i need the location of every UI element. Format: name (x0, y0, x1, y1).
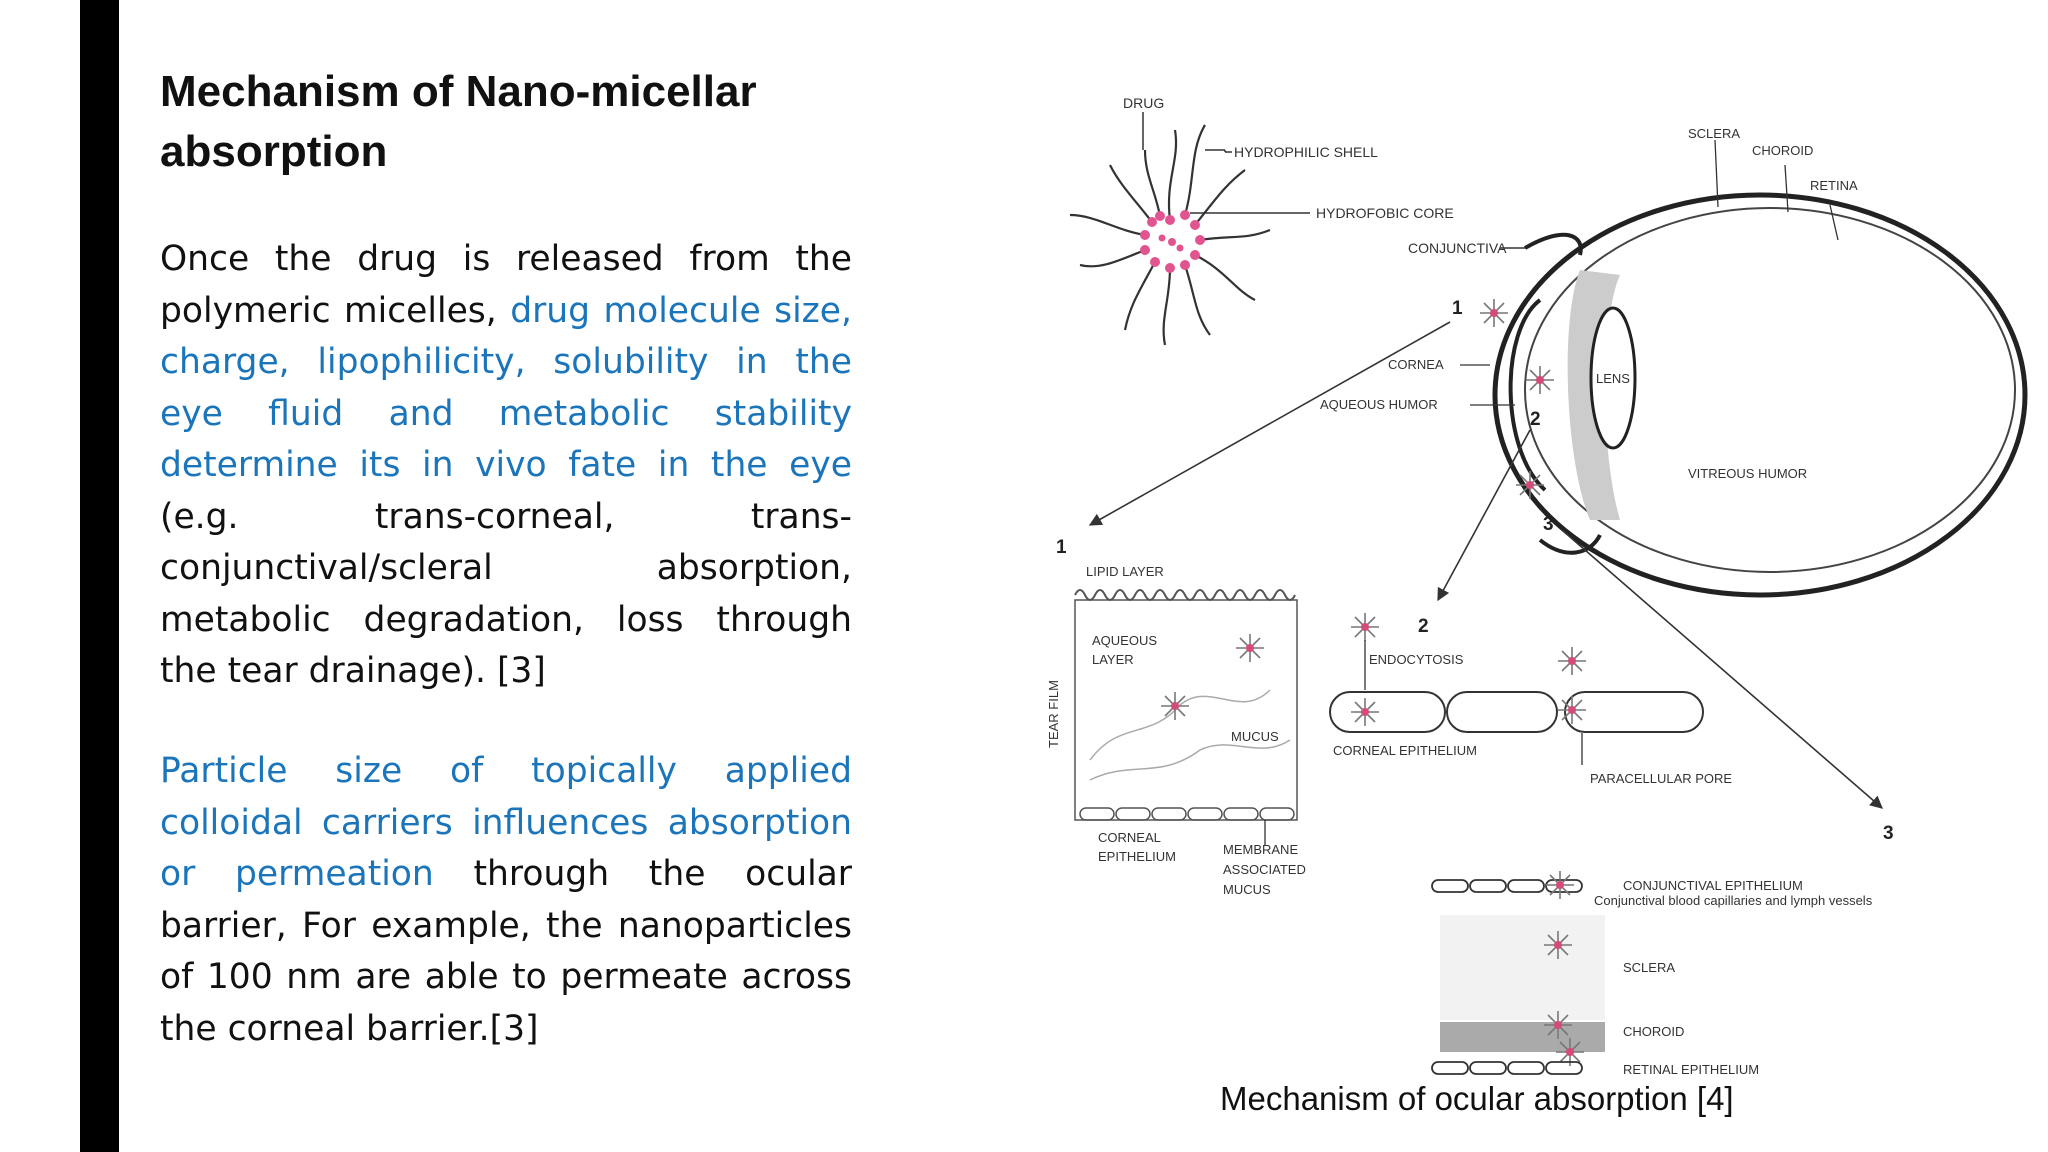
label-tear-film: TEAR FILM (1046, 680, 1061, 748)
number-2-panel: 2 (1418, 616, 1429, 637)
label-corneal-epithelium: CORNEAL EPITHELIUM (1333, 743, 1477, 758)
label-conjunctival-epithelium: CONJUNCTIVAL EPITHELIUM (1623, 878, 1803, 893)
number-3-panel: 3 (1883, 823, 1894, 844)
paragraph-particle-size: Particle size of topically applied collo… (160, 746, 852, 1055)
label-hydrophilic-shell: HYDROPHILIC SHELL (1234, 144, 1378, 160)
label-retinal-epithelium: RETINAL EPITHELIUM (1623, 1062, 1759, 1077)
number-3-eye: 3 (1543, 514, 1554, 535)
label-membrane-1: MEMBRANE (1223, 842, 1298, 857)
eye-cross-section (1460, 139, 2028, 598)
label-retina: RETINA (1810, 178, 1858, 193)
label-cornea: CORNEA (1388, 357, 1444, 372)
label-vitreous-humor: VITREOUS HUMOR (1688, 466, 1807, 481)
label-mucus: MUCUS (1231, 729, 1279, 744)
label-lipid-layer: LIPID LAYER (1086, 564, 1164, 579)
label-aqueous-2: LAYER (1092, 652, 1134, 667)
p2-highlight: Particle size of topically applied collo… (160, 751, 852, 894)
label-choroid-panel: CHOROID (1623, 1024, 1684, 1039)
label-sclera: SCLERA (1688, 126, 1740, 141)
label-endocytosis: ENDOCYTOSIS (1369, 652, 1464, 667)
number-1-panel: 1 (1056, 537, 1067, 558)
label-membrane-2: ASSOCIATED (1223, 862, 1306, 877)
title-line-1: Mechanism of Nano-micellar (160, 67, 757, 116)
label-corneal-2: EPITHELIUM (1098, 849, 1176, 864)
p1-highlight: drug molecule size, charge, lipophilicit… (160, 290, 852, 486)
label-sclera-panel: SCLERA (1623, 960, 1675, 975)
number-2-eye: 2 (1530, 409, 1541, 430)
label-corneal-1: CORNEAL (1098, 830, 1161, 845)
label-conjunctiva: CONJUNCTIVA (1408, 240, 1507, 256)
p1-text-c: (e.g. trans-corneal, trans-conjunctival/… (160, 496, 852, 692)
micelle-illustration (1069, 124, 1271, 346)
label-paracellular-pore: PARACELLULAR PORE (1590, 771, 1732, 786)
figure-caption: Mechanism of ocular absorption [4] (1220, 1080, 1734, 1117)
p1-text-a: Once the drug is released from the polym… (160, 239, 852, 331)
label-conjunctival-vessels: Conjunctival blood capillaries and lymph… (1594, 893, 1873, 908)
slide-title: Mechanism of Nano-micellar absorption (160, 62, 880, 182)
title-line-2: absorption (160, 127, 388, 176)
label-drug: DRUG (1123, 95, 1164, 111)
label-lens: LENS (1596, 371, 1630, 386)
left-accent-bar (80, 0, 119, 1152)
ocular-absorption-diagram: DRUG HYDROPHILIC SHELL HYDROFOBIC CORE C… (1030, 80, 2030, 1090)
number-1-eye: 1 (1452, 298, 1463, 319)
label-aqueous-humor: AQUEOUS HUMOR (1320, 397, 1438, 412)
p2-text-b: through the ocular barrier, For example,… (160, 854, 852, 1049)
label-choroid: CHOROID (1752, 143, 1813, 158)
label-membrane-3: MUCUS (1223, 882, 1271, 897)
tear-film-panel (1074, 589, 1298, 845)
conjunctival-sclera-panel (1431, 870, 1605, 1075)
paragraph-drug-fate: Once the drug is released from the polym… (160, 234, 852, 698)
corneal-epithelium-cells (1329, 691, 1704, 733)
label-hydrofobic-core: HYDROFOBIC CORE (1316, 205, 1454, 221)
label-aqueous-1: AQUEOUS (1092, 633, 1157, 648)
